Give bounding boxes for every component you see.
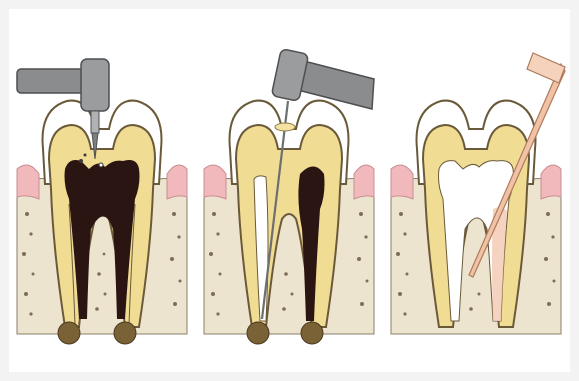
tooth-irrigation-illustration — [383, 9, 570, 372]
abscess-right — [114, 322, 136, 344]
syringe-hub — [527, 53, 565, 83]
abscess-left — [247, 322, 269, 344]
handpiece-head — [271, 49, 308, 102]
panel-step-1 — [9, 9, 196, 372]
handpiece-head — [81, 59, 109, 111]
panel-step-2 — [196, 9, 383, 372]
illustration-frame — [9, 9, 570, 372]
bur-shank — [91, 111, 99, 133]
tooth-infected-illustration — [9, 9, 196, 372]
panel-step-3 — [383, 9, 570, 372]
abscess-left — [58, 322, 80, 344]
file-stopper — [275, 123, 295, 131]
handpiece-body — [17, 69, 89, 93]
abscess-right — [301, 322, 323, 344]
tooth-cleaning-illustration — [196, 9, 383, 372]
